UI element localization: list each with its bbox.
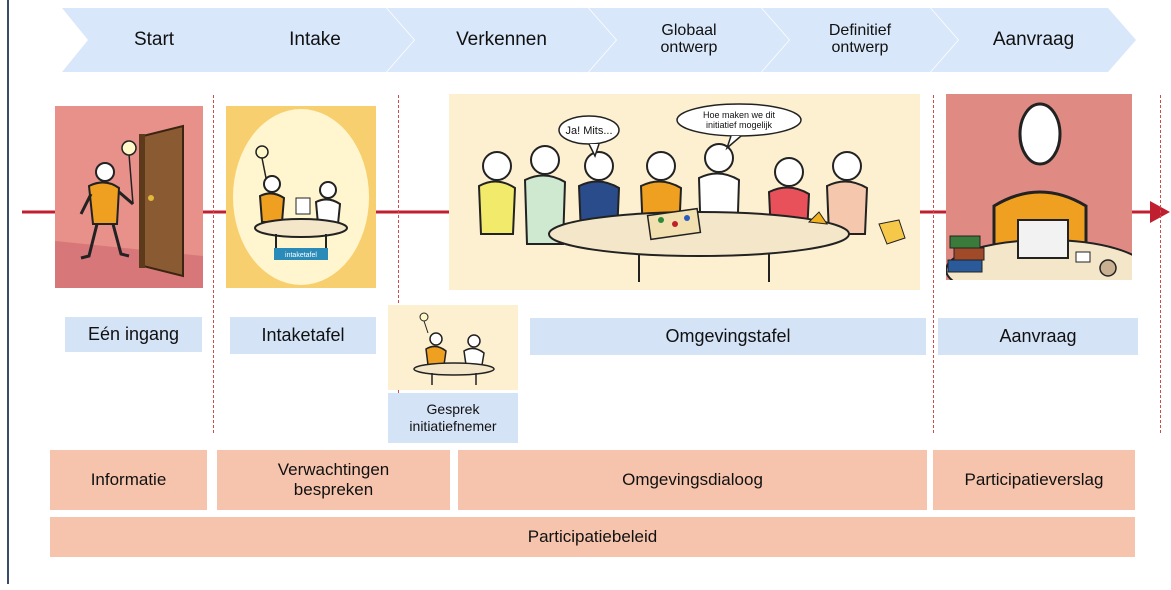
activity-informatie: Informatie <box>50 450 207 510</box>
phase-label-aanvraag: Aanvraag <box>992 29 1075 51</box>
venue-intaketafel: Intaketafel <box>230 317 376 354</box>
policy-participatiebeleid: Participatiebeleid <box>50 517 1135 557</box>
venue-omgevingstafel: Omgevingstafel <box>530 318 926 355</box>
svg-text:Ja! Mits...: Ja! Mits... <box>565 125 612 137</box>
illustration-intaketafel: intaketafel <box>226 106 376 288</box>
phase-divider <box>213 95 214 433</box>
chevron-intake <box>216 8 414 72</box>
left-border-rule <box>7 0 9 584</box>
phase-label-start: Start <box>133 29 175 51</box>
chevron-globaal-ontwerp <box>589 8 789 72</box>
activity-participatieverslag: Participatieverslag <box>933 450 1135 510</box>
illustration-omgevingstafel: Ja! Mits... Hoe maken we dit initiatief … <box>449 94 920 290</box>
phase-label-verkennen: Verkennen <box>456 29 547 51</box>
svg-text:Hoe maken we dit: Hoe maken we dit <box>703 110 776 120</box>
illustration-gesprek <box>388 305 518 390</box>
chevron-definitief-ontwerp <box>762 8 958 72</box>
venue-aanvraag: Aanvraag <box>938 318 1138 355</box>
phase-chevron-bar <box>62 8 1136 72</box>
phase-label-intake: Intake <box>289 29 341 51</box>
chevron-verkennen <box>387 8 616 72</box>
activity-omgevingsdialoog: Omgevingsdialoog <box>458 450 927 510</box>
chevron-start <box>62 8 248 72</box>
phase-divider <box>398 95 399 433</box>
chevron-aanvraag <box>931 8 1136 72</box>
svg-text:initiatief mogelijk: initiatief mogelijk <box>706 120 773 130</box>
svg-text:intaketafel: intaketafel <box>285 252 317 259</box>
illustration-aanvraag <box>946 94 1132 280</box>
illustration-start-door <box>55 106 203 288</box>
phase-divider <box>1160 95 1161 433</box>
venue-een-ingang: Eén ingang <box>65 317 202 352</box>
phase-divider <box>933 95 934 433</box>
